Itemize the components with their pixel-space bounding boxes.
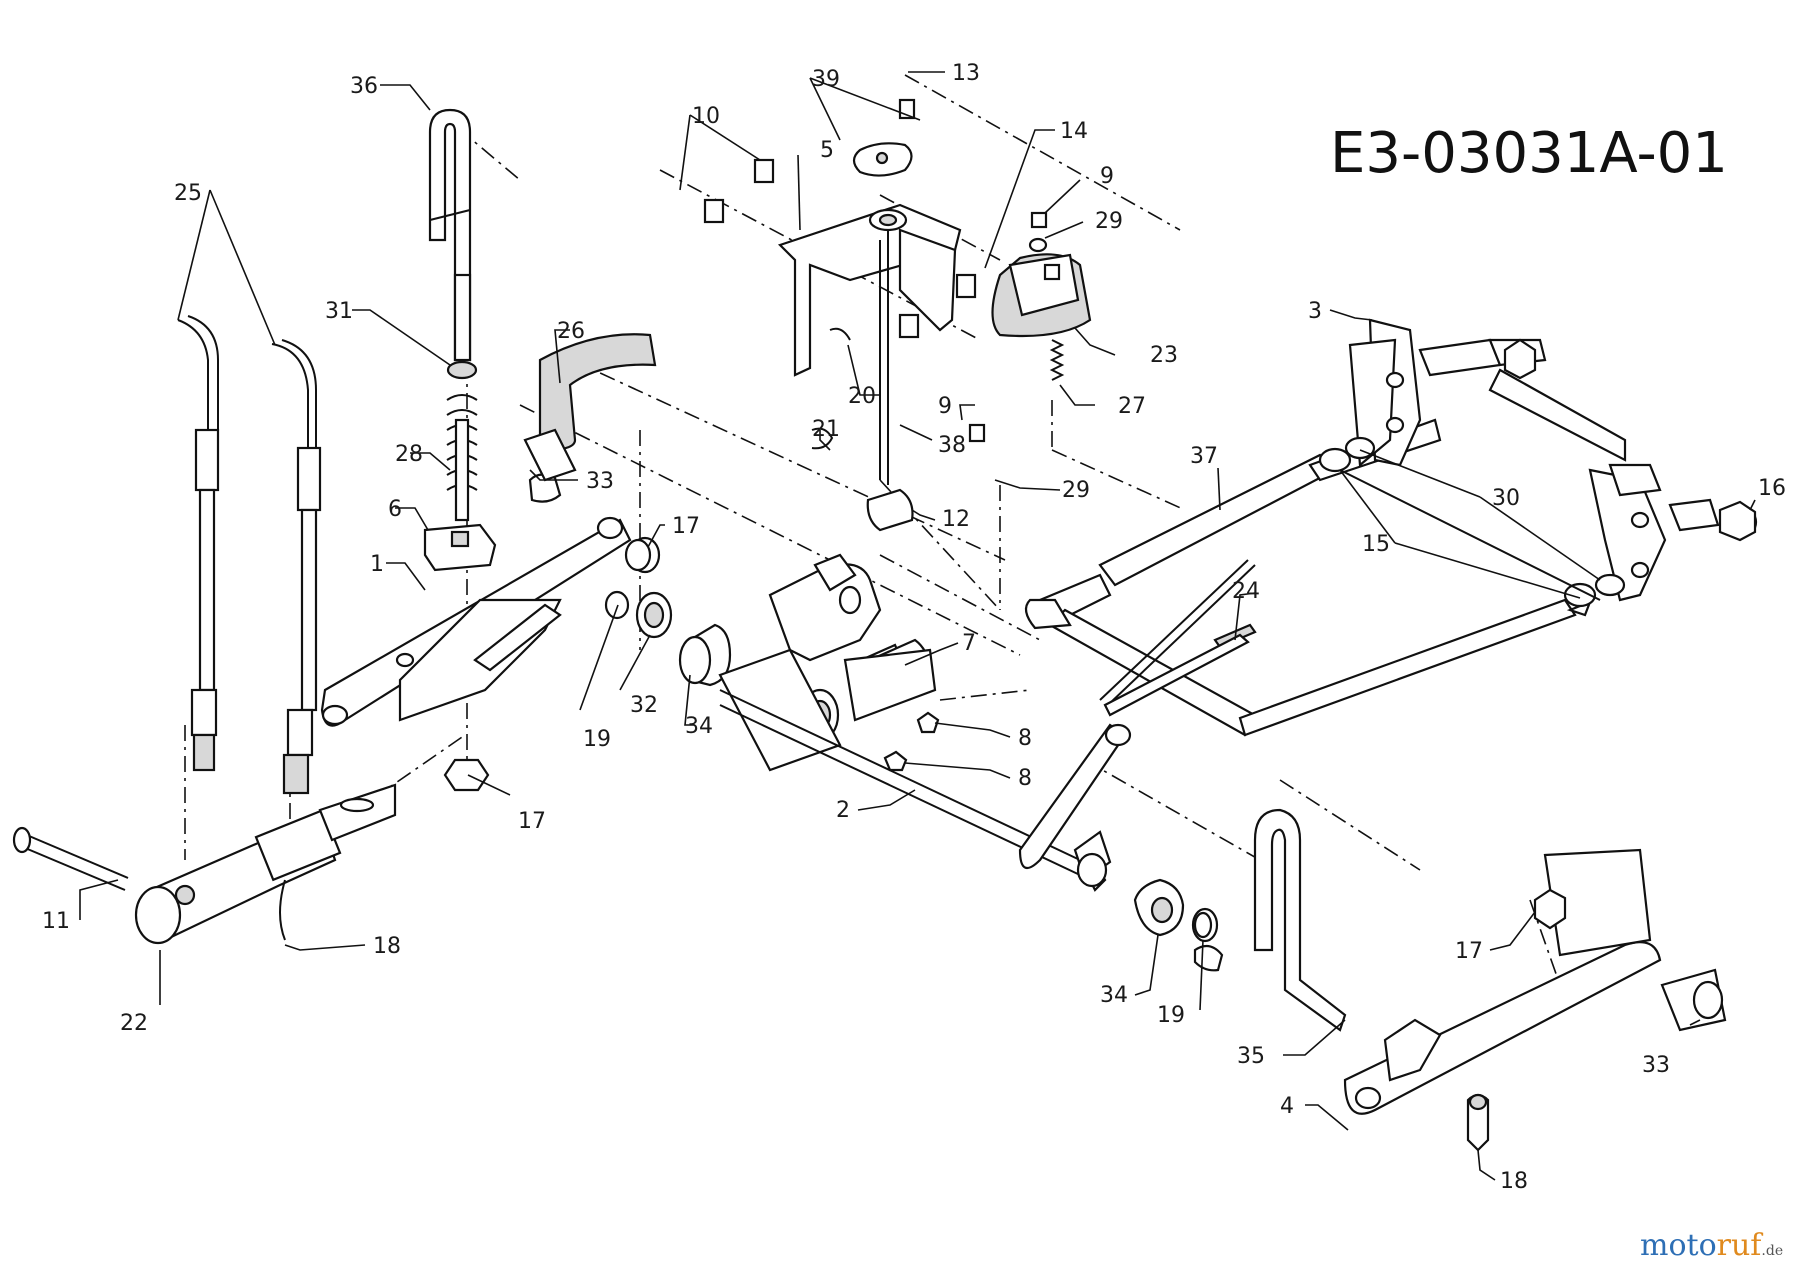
callout-3: 3 xyxy=(1308,299,1322,324)
callout-29-upper: 29 xyxy=(1095,209,1123,234)
callout-8-lower: 8 xyxy=(1018,766,1032,791)
callout-21: 21 xyxy=(812,417,840,442)
shift-rod-assembly xyxy=(423,108,497,792)
callout-33-lower: 33 xyxy=(1642,1053,1670,1078)
callout-10: 10 xyxy=(692,104,720,129)
leader-lines xyxy=(79,71,1756,1181)
svg-text:motoruf.de: motoruf.de xyxy=(1640,1228,1783,1263)
callout-36: 36 xyxy=(350,74,378,99)
callout-17-right: 17 xyxy=(1455,939,1483,964)
lever-arm-assembly xyxy=(320,428,632,727)
diagram-code: E3-03031A-01 xyxy=(1330,121,1728,186)
callout-labels: 36 25 31 28 6 1 26 33 17 19 32 34 17 11 … xyxy=(42,61,1786,1194)
callout-19-upper: 19 xyxy=(583,727,611,752)
callout-7: 7 xyxy=(962,631,976,656)
callout-15: 15 xyxy=(1362,532,1390,557)
pin-24 xyxy=(1103,633,1250,717)
callout-28: 28 xyxy=(395,442,423,467)
callout-34-lower: 34 xyxy=(1100,983,1128,1008)
callout-22: 22 xyxy=(120,1011,148,1036)
callout-18-left: 18 xyxy=(373,934,401,959)
bottom-lever-assembly xyxy=(1193,808,1727,1152)
callout-1: 1 xyxy=(370,552,384,577)
callout-5: 5 xyxy=(820,138,834,163)
callout-39: 39 xyxy=(812,67,840,92)
callout-33-upper: 33 xyxy=(586,469,614,494)
callout-12: 12 xyxy=(942,507,970,532)
callout-24: 24 xyxy=(1232,579,1260,604)
callout-17-upper: 17 xyxy=(672,514,700,539)
callout-13: 13 xyxy=(952,61,980,86)
callout-31: 31 xyxy=(325,299,353,324)
callout-30: 30 xyxy=(1492,486,1520,511)
callout-37: 37 xyxy=(1190,444,1218,469)
callout-38: 38 xyxy=(938,433,966,458)
callout-32: 32 xyxy=(630,693,658,718)
watermark-part-a: moto xyxy=(1640,1228,1717,1263)
callout-34-upper: 34 xyxy=(685,714,713,739)
right-bracket-assembly xyxy=(1318,318,1758,608)
callout-19-lower: 19 xyxy=(1157,1003,1185,1028)
callout-6: 6 xyxy=(388,497,402,522)
callout-26: 26 xyxy=(557,319,585,344)
callout-25: 25 xyxy=(174,181,202,206)
callout-4: 4 xyxy=(1280,1094,1294,1119)
callout-23: 23 xyxy=(1150,343,1178,368)
left-bushings xyxy=(604,536,732,687)
watermark-part-b: ruf xyxy=(1717,1228,1764,1263)
damper-assembly xyxy=(968,211,1092,443)
callout-11: 11 xyxy=(42,909,70,934)
segment-plate xyxy=(538,333,657,452)
callout-29-lower: 29 xyxy=(1062,478,1090,503)
callout-16: 16 xyxy=(1758,476,1786,501)
callout-9-upper: 9 xyxy=(1100,164,1114,189)
assembly-center-lines xyxy=(184,74,1561,986)
mount-plate-assembly xyxy=(703,98,977,532)
callout-17-lower: 17 xyxy=(518,809,546,834)
callout-18-right: 18 xyxy=(1500,1169,1528,1194)
callout-8-upper: 8 xyxy=(1018,726,1032,751)
center-pivot-assembly xyxy=(718,553,1081,876)
callout-35: 35 xyxy=(1237,1044,1265,1069)
cylinder-assembly xyxy=(12,783,397,945)
callout-2: 2 xyxy=(836,798,850,823)
callout-14: 14 xyxy=(1060,119,1088,144)
cable-assembly xyxy=(177,315,322,795)
watermark-logo: motoruf.de xyxy=(1640,1228,1783,1263)
callout-9-lower: 9 xyxy=(938,394,952,419)
frame-assembly xyxy=(1024,418,1592,737)
lower-lever-assembly xyxy=(1018,723,1219,943)
callout-27: 27 xyxy=(1118,394,1146,419)
callout-20: 20 xyxy=(848,384,876,409)
watermark-suffix: .de xyxy=(1761,1243,1783,1259)
